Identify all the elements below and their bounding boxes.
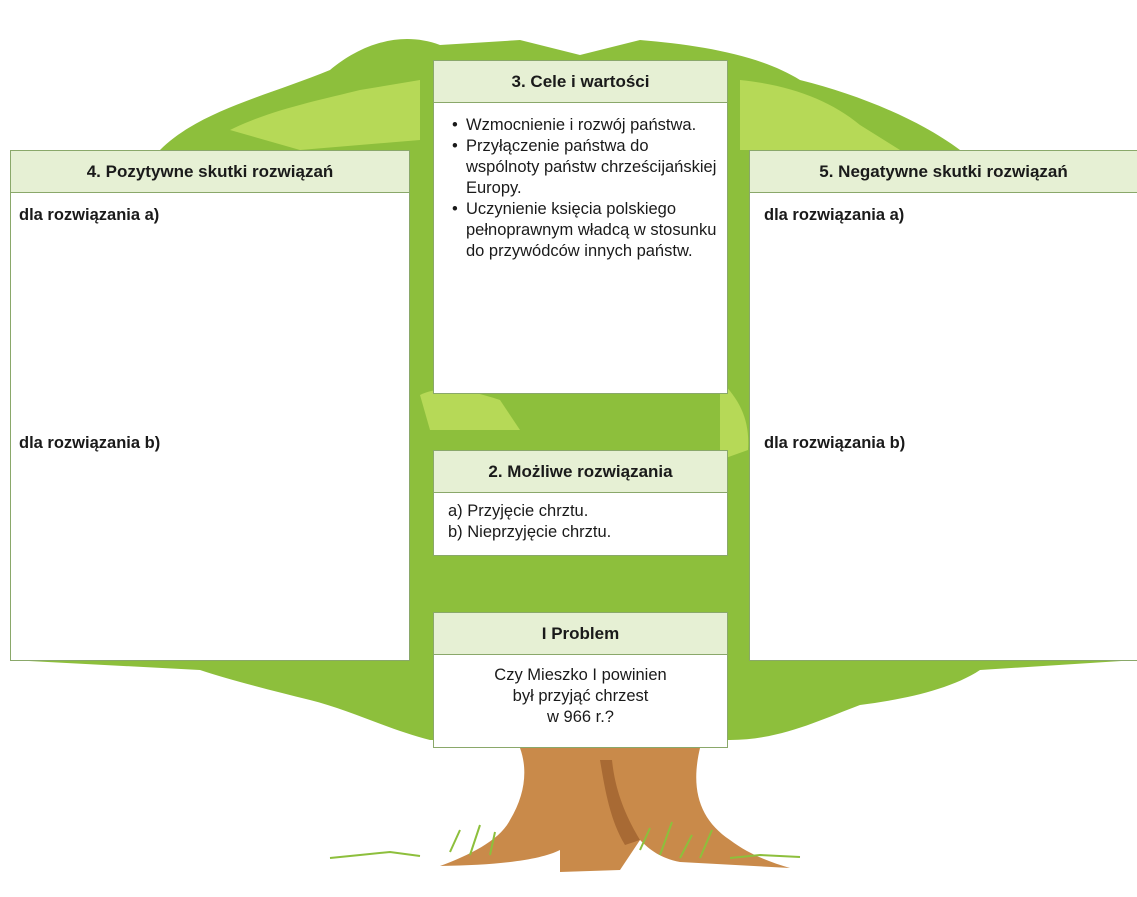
trunk-shade (600, 760, 640, 845)
goals-item: Wzmocnienie i rozwój państwa. (452, 115, 717, 136)
goals-item: Przyłączenie państwa do wspólnoty państw… (452, 136, 717, 199)
problem-title: I Problem (434, 613, 727, 655)
goals-title: 3. Cele i wartości (434, 61, 727, 103)
foliage-light-4 (420, 389, 520, 430)
positive-effects-title: 4. Pozytywne skutki rozwiązań (11, 151, 409, 193)
goals-item: Uczynienie księcia polskiego pełnoprawny… (452, 199, 717, 262)
goals-list: Wzmocnienie i rozwój państwa. Przyłączen… (448, 115, 717, 262)
solutions-box: 2. Możliwe rozwiązania a) Przyjęcie chrz… (433, 450, 728, 556)
problem-box: I Problem Czy Mieszko I powinien był prz… (433, 612, 728, 748)
problem-line: w 966 r.? (547, 708, 614, 726)
grass (329, 821, 801, 859)
negative-effects-title: 5. Negatywne skutki rozwiązań (750, 151, 1137, 193)
negative-label-a: dla rozwiązania a) (764, 206, 905, 224)
negative-label-b: dla rozwiązania b) (764, 434, 906, 452)
problem-line: Czy Mieszko I powinien (494, 666, 667, 684)
solution-b: b) Nieprzyjęcie chrztu. (448, 523, 612, 541)
positive-label-a: dla rozwiązania a) (19, 206, 160, 224)
problem-line: był przyjąć chrzest (512, 687, 649, 705)
negative-effects-box: 5. Negatywne skutki rozwiązań dla rozwią… (749, 150, 1137, 661)
solution-a: a) Przyjęcie chrztu. (448, 502, 589, 520)
positive-effects-box: 4. Pozytywne skutki rozwiązań dla rozwią… (10, 150, 410, 661)
foliage-light-3 (720, 380, 749, 460)
positive-label-b: dla rozwiązania b) (19, 434, 161, 452)
foliage-light (230, 80, 420, 150)
solutions-title: 2. Możliwe rozwiązania (434, 451, 727, 493)
goals-box: 3. Cele i wartości Wzmocnienie i rozwój … (433, 60, 728, 394)
foliage-light-2 (740, 80, 900, 150)
